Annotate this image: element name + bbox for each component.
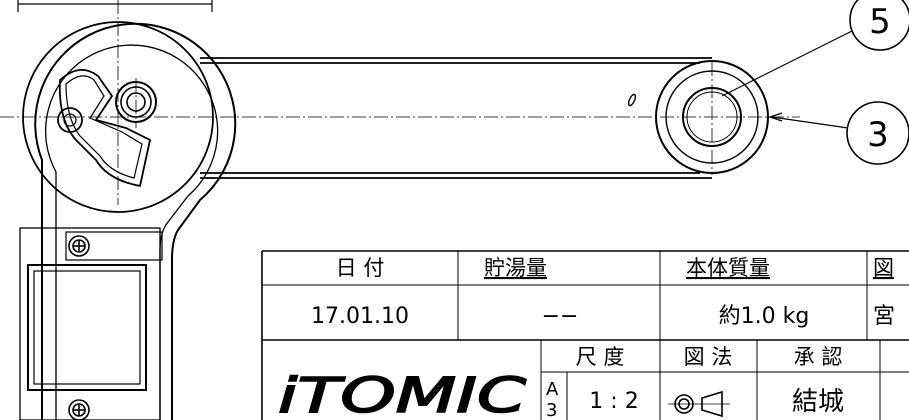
balloon-5: 5 — [721, 0, 909, 97]
handle-window-inner — [33, 270, 141, 385]
balloon-3: 3 — [768, 101, 909, 165]
scale-header: 尺 度 — [576, 345, 625, 369]
paper-size-number: 3 — [546, 400, 557, 420]
itomic-logo: iTOMIC — [278, 368, 527, 420]
balloon-5-label: 5 — [869, 2, 891, 42]
capacity-value: −− — [542, 304, 579, 329]
paper-size-letter: A — [546, 379, 559, 400]
body-inner-outline — [45, 44, 219, 420]
pivot-pin-inner — [63, 113, 77, 127]
projection-header: 図 法 — [684, 345, 733, 369]
date-header: 日 付 — [336, 256, 385, 280]
mass-value: 約1.0 kg — [719, 304, 810, 329]
screw-top — [68, 235, 90, 257]
product-drawing — [0, 0, 800, 420]
date-value: 17.01.10 — [311, 304, 409, 329]
arm-body — [200, 57, 712, 179]
handle-frame — [19, 227, 161, 420]
balloon-3-label: 3 — [867, 115, 889, 155]
handle-frame-inner — [65, 231, 163, 261]
arm-slot — [627, 93, 637, 107]
top-dimension-bracket — [17, 0, 213, 12]
screw-bottom — [68, 399, 90, 420]
center-lines — [0, 0, 800, 205]
projection-symbol-icon — [668, 390, 730, 418]
title-block: 日 付 貯湯量 本体質量 図 17.01.10 −− 約1.0 kg 宮 尺 度… — [261, 250, 909, 420]
partial-right-header: 図 — [873, 256, 894, 280]
partial-right-value: 宮 — [873, 304, 895, 329]
mass-header: 本体質量 — [686, 256, 770, 280]
pivot-pin — [57, 107, 83, 133]
handle-window — [27, 264, 147, 391]
capacity-header: 貯湯量 — [484, 256, 547, 280]
approval-value: 結城 — [792, 387, 844, 417]
cam-lever-inner — [65, 75, 143, 179]
body-outer-outline — [34, 22, 237, 420]
scale-value: 1 : 2 — [589, 389, 638, 414]
approval-header: 承 認 — [794, 345, 843, 369]
